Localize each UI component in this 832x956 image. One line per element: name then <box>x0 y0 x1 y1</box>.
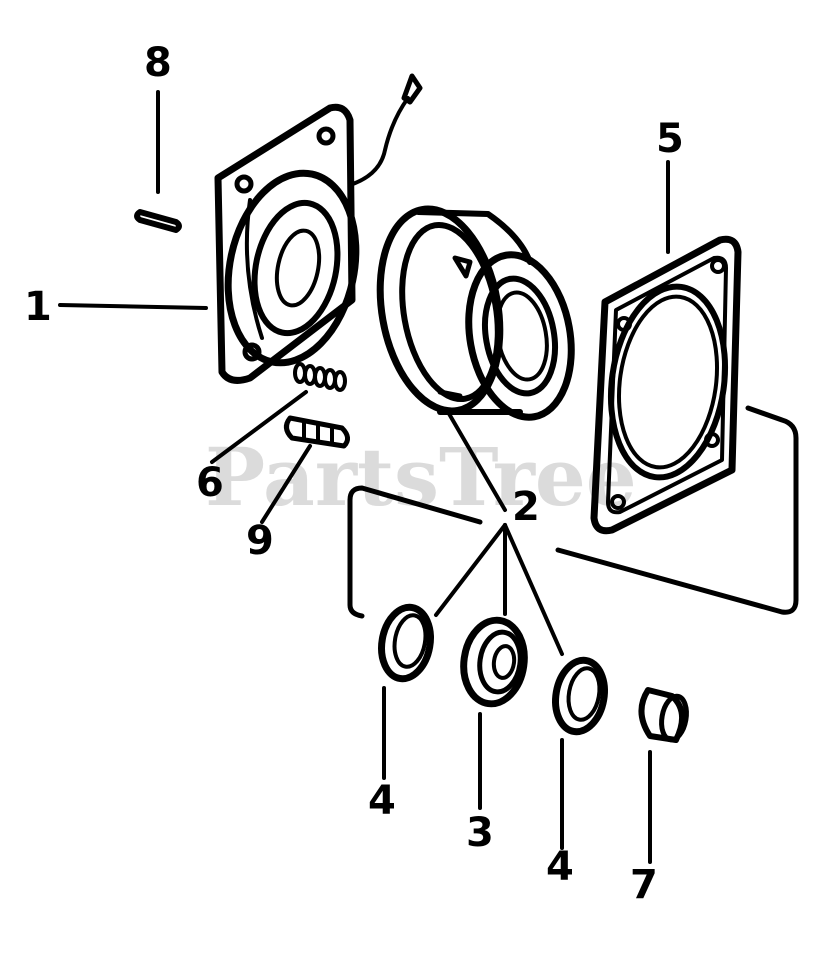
callout-7: 7 <box>630 862 658 908</box>
callout-4-left: 4 <box>368 778 396 824</box>
part-1-flange-housing[interactable] <box>211 73 423 384</box>
part-6-spring[interactable] <box>293 362 347 392</box>
callout-4-right: 4 <box>546 844 574 890</box>
part-3-bearing[interactable] <box>458 616 529 708</box>
watermark-text: PartsTree <box>205 430 637 524</box>
callout-labels: 8 1 5 6 9 2 4 3 4 7 <box>24 40 684 908</box>
part-4-snap-ring-left[interactable] <box>376 603 436 683</box>
part-4-snap-ring-right[interactable] <box>550 656 610 736</box>
callout-2: 2 <box>512 484 540 530</box>
leader-lines <box>58 90 799 864</box>
callout-6: 6 <box>196 460 224 506</box>
part-5-gasket-plate[interactable] <box>590 235 742 535</box>
part-7-bushing[interactable] <box>638 687 689 743</box>
part-2-bearing-housing[interactable] <box>365 199 583 425</box>
callout-8: 8 <box>144 40 172 86</box>
callout-1: 1 <box>24 284 52 330</box>
part-8-pin[interactable] <box>134 209 182 233</box>
part-9-insert[interactable] <box>284 415 350 449</box>
callout-9: 9 <box>246 518 274 564</box>
callout-5: 5 <box>656 116 684 162</box>
callout-3: 3 <box>466 810 494 856</box>
